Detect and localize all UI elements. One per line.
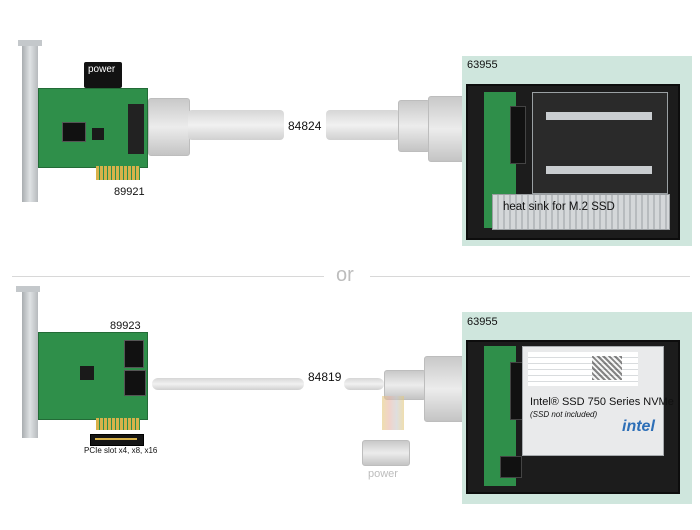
top-enclosure-rail-1: [546, 112, 652, 120]
separator-or-text: or: [336, 264, 354, 286]
top-enclosure-rail-2: [546, 166, 652, 174]
bottom-cable-wire-right: [344, 378, 384, 390]
top-cable-label: 84824: [288, 119, 322, 133]
bottom-card-gold-fingers: [96, 418, 140, 430]
top-cable-wires-left: [188, 110, 284, 140]
top-power-connector: [84, 62, 122, 88]
top-card-chip: [92, 128, 104, 140]
top-cable-left-plug: [148, 98, 190, 156]
separator-line-right: [370, 276, 690, 277]
bottom-ssd-m2-slot: [500, 456, 522, 478]
top-card-gold-fingers: [96, 166, 140, 180]
bottom-card-label: 89923: [110, 320, 141, 332]
top-power-label: power: [88, 64, 116, 75]
top-heatsink: [492, 194, 670, 230]
bottom-power-label: power: [368, 468, 398, 480]
bottom-slot-label: PCIe slot x4, x8, x16: [84, 446, 158, 455]
top-card-u2-connector: [128, 104, 144, 154]
top-enclosure-tray: [532, 92, 668, 194]
bottom-power-connector: [362, 440, 410, 466]
bottom-card-sff-connector-2: [124, 370, 146, 396]
bottom-card-sff-connector-1: [124, 340, 144, 368]
top-card-sff-connector: [62, 122, 86, 142]
top-enclosure-label: 63955: [467, 59, 498, 71]
bottom-cable-u2-plug: [424, 356, 466, 422]
top-heatsink-label: heat sink for M.2 SSD: [503, 201, 615, 213]
bottom-ssd-intel-logo: intel: [622, 418, 655, 435]
bottom-pcie-slot-pins: [95, 438, 137, 440]
top-pcie-bracket: [22, 42, 38, 202]
bottom-cable-right-plug: [384, 370, 426, 400]
bottom-cable-wire-left: [152, 378, 304, 390]
bottom-pcie-slot: [90, 434, 144, 446]
top-cable-wires-right: [326, 110, 400, 140]
bottom-pcie-bracket: [22, 288, 38, 438]
bottom-cable-label: 84819: [308, 370, 342, 384]
bottom-ssd-note: (SSD not included): [530, 410, 598, 419]
bottom-ssd-caption: Intel® SSD 750 Series NVMe: [530, 396, 674, 408]
bottom-power-wires: [382, 396, 404, 430]
bottom-enclosure-label: 63955: [467, 316, 498, 328]
bottom-card-chip: [80, 366, 94, 380]
bottom-ssd-qr-code: [592, 356, 622, 380]
top-bracket-tab: [18, 40, 42, 46]
separator-line-left: [12, 276, 324, 277]
top-card-label: 89921: [114, 186, 145, 198]
top-enclosure-connector: [510, 106, 526, 164]
bottom-bracket-tab: [16, 286, 40, 292]
top-cable-right-plug: [398, 100, 430, 152]
